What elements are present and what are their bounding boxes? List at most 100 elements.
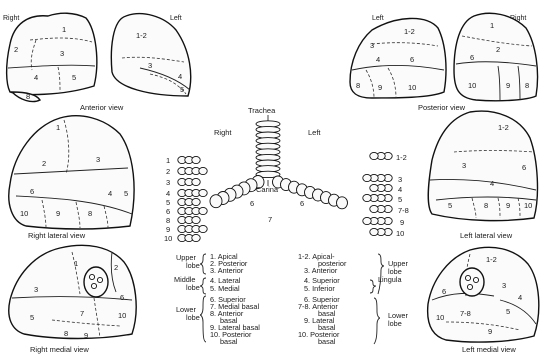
- left-segmental-bronchus-ring: [363, 217, 371, 224]
- tree-left-seg-label: 1-2: [396, 153, 407, 162]
- anterior-left-seg-label: 3: [148, 61, 152, 70]
- tree-right-seg-label: 4: [166, 189, 170, 198]
- tree-right-seg-label: 10: [164, 234, 172, 243]
- legend-middle-lobe-label: lobe: [186, 283, 200, 292]
- right-lateral-seg-label: 1: [56, 123, 60, 132]
- left-medial-seg-label: 5: [506, 307, 510, 316]
- right-medial-seg-label: 9: [84, 331, 88, 340]
- anterior-left-seg-label: 4: [178, 72, 182, 81]
- right-medial-seg-label: 6: [120, 293, 124, 302]
- left-main-bronchus: [273, 176, 348, 209]
- posterior-right-seg-label: 6: [470, 53, 474, 62]
- posterior-right-seg-label: 9: [506, 81, 510, 90]
- legend-right-item: 3. Anterior: [210, 266, 244, 275]
- posterior-left-seg-label: 3: [370, 41, 374, 50]
- left-medial-view-caption: Left medial view: [462, 345, 516, 354]
- legend-lower-lobe-brace: [200, 296, 206, 342]
- posterior-right-seg-label: 8: [525, 81, 529, 90]
- tree-left-seg-label: 3: [398, 175, 402, 184]
- right-hilum-vessel-icon: [91, 283, 96, 288]
- posterior-left-seg-label: 9: [378, 83, 382, 92]
- right-lateral-seg-label: 8: [88, 209, 92, 218]
- trachea-label: Trachea: [248, 106, 276, 115]
- right-lateral-seg-label: 9: [56, 209, 60, 218]
- left-hilum-vessel-icon: [473, 277, 478, 282]
- right-medial-view-panel: 1 2 3 6 5 7 10 8 9 Right medial view: [9, 245, 136, 354]
- posterior-right-seg-label: 2: [496, 45, 500, 54]
- left-medial-seg-label: 7-8: [460, 309, 471, 318]
- right-hilum-vessel-icon: [89, 274, 94, 279]
- legend-right-item: 5. Medial: [210, 284, 240, 293]
- anterior-view-panel: Right Left 1 2 3 4 5 8 1-2 3 4 5 Anterio…: [3, 13, 191, 112]
- right-hilum-vessel-icon: [97, 277, 102, 282]
- right-lateral-seg-label: 6: [30, 187, 34, 196]
- right-medial-seg-label: 5: [30, 313, 34, 322]
- right-segmental-bronchus-ring: [199, 167, 207, 174]
- posterior-right-seg-label: 10: [468, 81, 476, 90]
- tree-right-seg-label: 9: [166, 225, 170, 234]
- left-segmental-bronchus-ring: [370, 205, 378, 212]
- right-segmental-bronchus-ring: [192, 198, 200, 205]
- left-lateral-seg-label: 1-2: [498, 123, 509, 132]
- tree-right-seg-label: 6: [166, 207, 170, 216]
- right-hilum: [84, 267, 108, 297]
- left-segmental-bronchus-ring: [370, 228, 378, 235]
- left-hilum-vessel-icon: [465, 275, 470, 280]
- left-lung-legend: 1-2. Apical- posterior 3. Anterior 4. Su…: [298, 252, 408, 346]
- tree-left-seg-label: 7-8: [398, 206, 409, 215]
- left-medial-seg-label: 4: [518, 293, 522, 302]
- right-segmental-bronchus-ring: [192, 178, 200, 185]
- anterior-left-lung-outline: [111, 14, 190, 96]
- left-bronchus-ring: [337, 197, 348, 209]
- legend-lingula-brace: [370, 280, 376, 293]
- right-segmental-bronchus-ring: [192, 156, 200, 163]
- left-lateral-view-panel: 1-2 3 4 6 5 8 9 10 Left lateral view: [428, 111, 537, 240]
- posterior-left-seg-label: 10: [408, 83, 416, 92]
- left-medial-seg-label: 9: [488, 327, 492, 336]
- left-hilum: [460, 268, 484, 296]
- left-lateral-seg-label: 5: [448, 201, 452, 210]
- right-lateral-seg-label: 10: [20, 209, 28, 218]
- anterior-right-seg-label: 4: [34, 73, 38, 82]
- anterior-left-side-label: Left: [170, 15, 182, 22]
- left-lateral-seg-label: 4: [490, 179, 494, 188]
- anterior-view-caption: Anterior view: [80, 103, 124, 112]
- left-segmental-bronchus-ring: [363, 174, 371, 181]
- legend-right-item: basal: [220, 337, 238, 346]
- right-segmental-bronchus-ring: [199, 207, 207, 214]
- anterior-right-seg-label: 1: [62, 25, 66, 34]
- posterior-view-caption: Posterior view: [418, 103, 466, 112]
- anterior-left-seg-label: 5: [180, 85, 184, 94]
- left-lateral-seg-label: 9: [506, 201, 510, 210]
- left-medial-seg-label: 3: [502, 281, 506, 290]
- right-segmental-bronchus-ring: [199, 225, 207, 232]
- posterior-left-side-label: Left: [372, 15, 384, 22]
- carina-label: Carina: [256, 185, 279, 194]
- legend-left-lower-brace: [374, 298, 380, 344]
- tree-right-seg-label: 1: [166, 156, 170, 165]
- legend-middle-lobe-brace: [200, 278, 206, 294]
- legend-lingula-label: Lingula: [378, 275, 402, 284]
- tree-right-seg-label: 5: [166, 198, 170, 207]
- right-lateral-seg-label: 5: [124, 189, 128, 198]
- anterior-right-seg-label: 8: [26, 92, 30, 101]
- tree-left-label: Left: [308, 128, 321, 137]
- right-medial-seg-label: 3: [34, 285, 38, 294]
- left-medial-seg-label: 1-2: [486, 255, 497, 264]
- legend-left-lower-lobe-label: lobe: [388, 319, 402, 328]
- tree-left-seg-label: 10: [396, 229, 404, 238]
- right-medial-seg-label: 8: [64, 329, 68, 338]
- tree-left-seg-label: 4: [398, 185, 402, 194]
- bronchial-tree-panel: Trachea Right Left Carina 1 2 3 4 5 6 8 …: [164, 106, 409, 243]
- trachea: [256, 121, 280, 178]
- left-hilum-vessel-icon: [467, 284, 472, 289]
- legend-left-item: 5. Inferior: [304, 284, 335, 293]
- anterior-right-side-label: Right: [3, 15, 19, 22]
- tree-inner-right-label: 7: [268, 215, 272, 224]
- posterior-left-seg-label: 1-2: [404, 27, 415, 36]
- legend-left-item: 3. Anterior: [304, 266, 338, 275]
- left-segmental-bronchi: [363, 152, 392, 235]
- left-lateral-seg-label: 6: [522, 163, 526, 172]
- right-segmental-bronchus-ring: [199, 189, 207, 196]
